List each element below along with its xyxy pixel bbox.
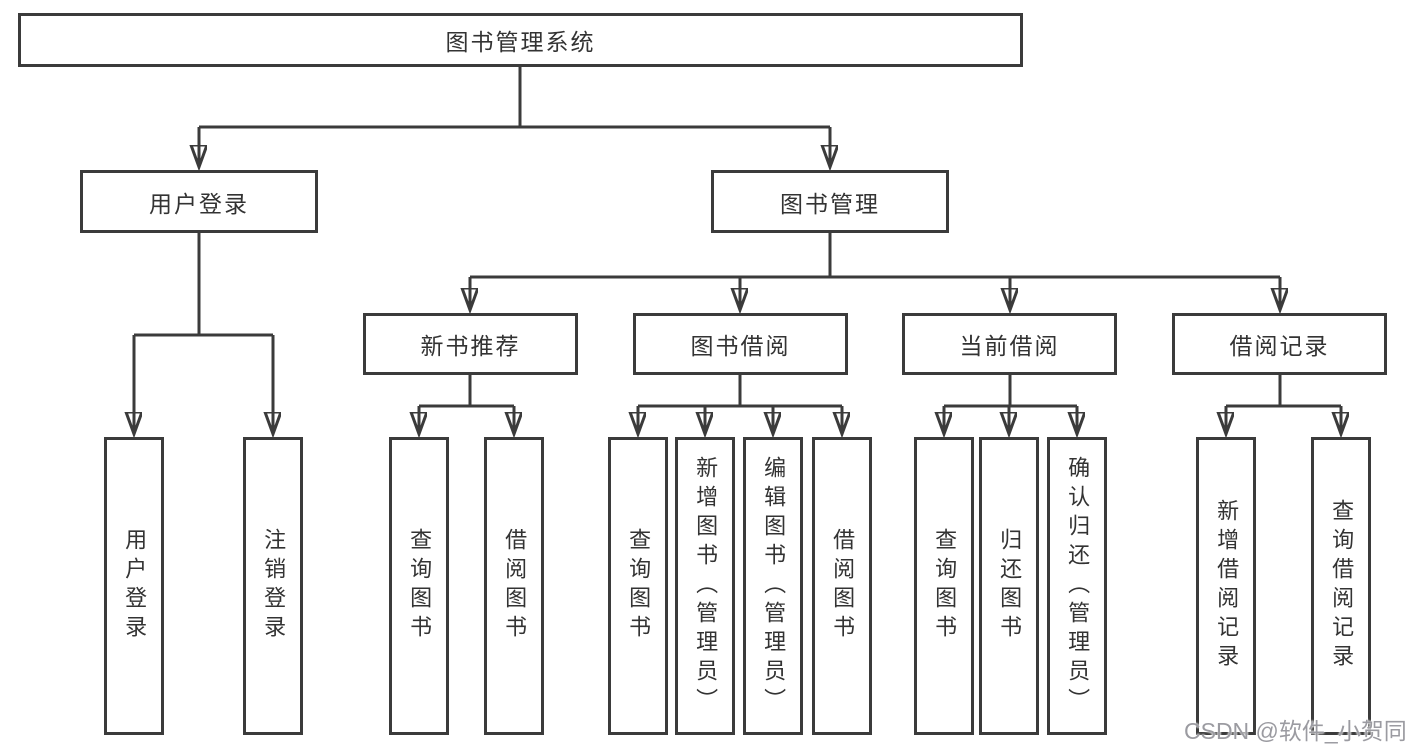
leaf-return-books-label: 归还图书 <box>997 528 1023 644</box>
leaf-edit-book-admin-label: 编辑图书（管理员） <box>761 455 787 717</box>
node-borrow-records-label: 借阅记录 <box>1229 333 1330 359</box>
node-user-login-branch-label: 用户登录 <box>149 190 249 217</box>
leaf-borrow-books: 借阅图书 <box>812 437 872 735</box>
leaf-confirm-return-admin-label: 确认归还（管理员） <box>1065 455 1091 717</box>
leaf-user-login: 用户登录 <box>104 437 164 735</box>
connector-borrow-records-to-leaves <box>1226 375 1341 433</box>
node-root-label: 图书管理系统 <box>445 29 596 55</box>
leaf-query-books-current-label: 查询图书 <box>932 528 958 644</box>
leaf-query-borrow-record: 查询借阅记录 <box>1311 437 1371 735</box>
leaf-query-books-recommend: 查询图书 <box>389 437 449 735</box>
csdn-watermark: CSDN @软件_小贺同学 <box>1184 718 1405 744</box>
leaf-add-borrow-record-label: 新增借阅记录 <box>1214 499 1240 673</box>
node-book-management-branch-label: 图书管理 <box>780 190 880 217</box>
leaf-logout: 注销登录 <box>243 437 303 735</box>
leaf-query-books-borrow: 查询图书 <box>608 437 668 735</box>
node-book-borrow-label: 图书借阅 <box>690 333 791 359</box>
node-book-management-branch: 图书管理 <box>711 170 949 233</box>
node-borrow-records: 借阅记录 <box>1172 313 1387 375</box>
connector-current-borrow-to-leaves <box>944 375 1077 433</box>
connector-user-login-to-leaves <box>134 233 273 433</box>
leaf-return-books: 归还图书 <box>979 437 1039 735</box>
leaf-query-books-borrow-label: 查询图书 <box>626 528 652 644</box>
node-current-borrow-label: 当前借阅 <box>959 333 1060 359</box>
leaf-logout-label: 注销登录 <box>261 528 287 644</box>
leaf-query-books-current: 查询图书 <box>914 437 974 735</box>
leaf-borrow-books-label: 借阅图书 <box>830 528 856 644</box>
leaf-query-borrow-record-label: 查询借阅记录 <box>1329 499 1355 673</box>
connector-root-to-branches <box>199 67 830 166</box>
connector-book-management-to-modules <box>470 233 1280 309</box>
leaf-query-books-recommend-label: 查询图书 <box>407 528 433 644</box>
leaf-confirm-return-admin: 确认归还（管理员） <box>1047 437 1107 735</box>
leaf-borrow-books-recommend: 借阅图书 <box>484 437 544 735</box>
node-new-book-recommend: 新书推荐 <box>363 313 578 375</box>
leaf-add-borrow-record: 新增借阅记录 <box>1196 437 1256 735</box>
node-new-book-recommend-label: 新书推荐 <box>420 333 521 359</box>
leaf-add-book-admin: 新增图书（管理员） <box>675 437 735 735</box>
leaf-edit-book-admin: 编辑图书（管理员） <box>743 437 803 735</box>
connector-book-borrow-to-leaves <box>638 375 842 433</box>
node-user-login-branch: 用户登录 <box>80 170 318 233</box>
node-root-library-system: 图书管理系统 <box>18 13 1023 67</box>
leaf-borrow-books-recommend-label: 借阅图书 <box>502 528 528 644</box>
connector-new-books-to-leaves <box>419 375 514 433</box>
node-current-borrow: 当前借阅 <box>902 313 1117 375</box>
leaf-user-login-label: 用户登录 <box>122 528 148 644</box>
leaf-add-book-admin-label: 新增图书（管理员） <box>693 455 719 717</box>
node-book-borrow: 图书借阅 <box>633 313 848 375</box>
